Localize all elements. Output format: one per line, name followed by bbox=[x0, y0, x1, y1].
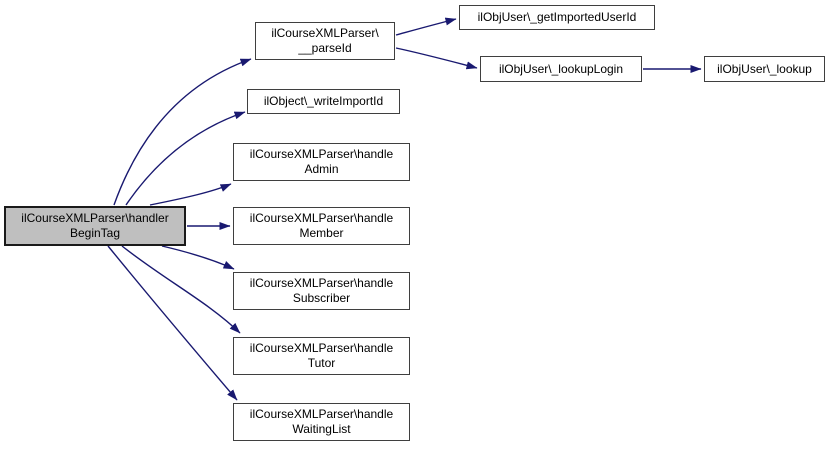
node-parse-id[interactable]: ilCourseXMLParser\ __parseId bbox=[255, 22, 395, 60]
node-handler-begin-tag-label: ilCourseXMLParser\handler BeginTag bbox=[21, 211, 169, 240]
edge-parseId-getImportedUserId bbox=[395, 17, 457, 36]
node-parse-id-label: ilCourseXMLParser\ __parseId bbox=[271, 26, 379, 55]
node-lookup-login-label: ilObjUser\_lookupLogin bbox=[498, 61, 624, 76]
node-handle-subscriber[interactable]: ilCourseXMLParser\handle Subscriber bbox=[233, 272, 410, 310]
node-handle-waiting-list-label: ilCourseXMLParser\handle WaitingList bbox=[249, 407, 394, 436]
edge-beginTag-handleAdmin bbox=[149, 183, 232, 206]
node-handle-tutor-label: ilCourseXMLParser\handle Tutor bbox=[249, 341, 394, 370]
node-handle-member[interactable]: ilCourseXMLParser\handle Member bbox=[233, 207, 410, 245]
node-handler-begin-tag[interactable]: ilCourseXMLParser\handler BeginTag bbox=[4, 206, 186, 246]
node-handle-admin[interactable]: ilCourseXMLParser\handle Admin bbox=[233, 143, 410, 181]
node-handle-member-label: ilCourseXMLParser\handle Member bbox=[249, 211, 394, 240]
node-handle-tutor[interactable]: ilCourseXMLParser\handle Tutor bbox=[233, 337, 410, 375]
edge-beginTag-handleWaitingList bbox=[107, 245, 238, 401]
edge-beginTag-writeImportId bbox=[125, 111, 246, 206]
node-lookup[interactable]: ilObjUser\_lookup bbox=[704, 56, 825, 82]
node-get-imported-user-id-label: ilObjUser\_getImportedUserId bbox=[477, 10, 637, 24]
node-handle-waiting-list[interactable]: ilCourseXMLParser\handle WaitingList bbox=[233, 403, 410, 441]
node-write-import-id[interactable]: ilObject\_writeImportId bbox=[247, 89, 400, 114]
edge-beginTag-parseId bbox=[113, 58, 252, 206]
node-write-import-id-label: ilObject\_writeImportId bbox=[263, 94, 384, 108]
node-lookup-login[interactable]: ilObjUser\_lookupLogin bbox=[480, 56, 642, 82]
node-handle-subscriber-label: ilCourseXMLParser\handle Subscriber bbox=[249, 276, 394, 305]
node-lookup-label: ilObjUser\_lookup bbox=[717, 61, 812, 76]
edge-beginTag-handleTutor bbox=[121, 245, 241, 334]
node-handle-admin-label: ilCourseXMLParser\handle Admin bbox=[249, 147, 394, 176]
edge-beginTag-handleSubscriber bbox=[161, 245, 235, 270]
edge-parseId-lookupLogin bbox=[395, 47, 478, 70]
node-get-imported-user-id[interactable]: ilObjUser\_getImportedUserId bbox=[459, 5, 655, 30]
